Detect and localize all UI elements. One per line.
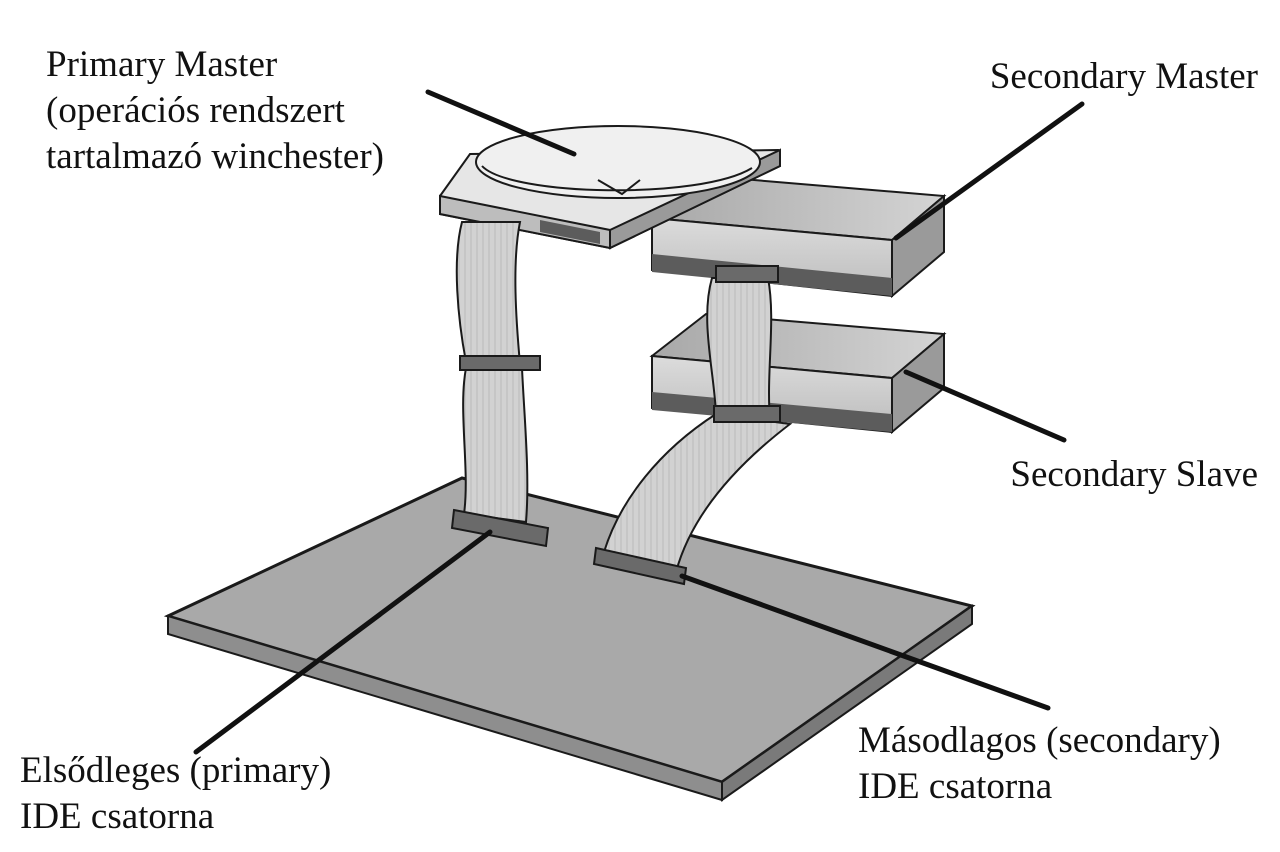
label-secondary-ide-line1: Másodlagos (secondary) bbox=[858, 720, 1221, 761]
label-primary-master-line3: tartalmazó winchester) bbox=[46, 136, 384, 177]
leader-secondary-ide bbox=[679, 573, 1051, 711]
leader-lines bbox=[193, 89, 1085, 755]
hdd-cover bbox=[475, 125, 761, 199]
label-primary-ide-line1: Elsődleges (primary) bbox=[20, 750, 332, 791]
label-primary-master-line2: (operációs rendszert bbox=[46, 90, 345, 131]
primary-ide-cable bbox=[450, 221, 550, 548]
label-primary-ide-line2: IDE csatorna bbox=[20, 796, 215, 837]
label-secondary-ide-channel: Másodlagos (secondary) IDE csatorna bbox=[858, 718, 1221, 810]
secondary-board-connector bbox=[592, 546, 688, 586]
secondary-ide-cable bbox=[592, 265, 793, 586]
secondary-drive-connector-lower bbox=[713, 405, 781, 423]
label-primary-master-line1: Primary Master bbox=[46, 44, 278, 85]
label-secondary-master-text: Secondary Master bbox=[989, 56, 1258, 97]
primary-board-connector bbox=[450, 508, 550, 548]
leader-secondary-slave bbox=[903, 369, 1067, 443]
secondary-drive-connector-upper bbox=[715, 265, 779, 283]
primary-slave-connector bbox=[459, 355, 541, 371]
label-primary-ide-channel: Elsődleges (primary) IDE csatorna bbox=[20, 748, 331, 840]
label-primary-master: Primary Master (operációs rendszert tart… bbox=[46, 42, 384, 180]
leader-primary-master bbox=[425, 89, 577, 157]
label-secondary-ide-line2: IDE csatorna bbox=[858, 766, 1053, 807]
label-secondary-slave-text: Secondary Slave bbox=[1010, 454, 1258, 495]
label-secondary-master: Secondary Master bbox=[990, 54, 1258, 100]
leader-secondary-master bbox=[893, 101, 1085, 241]
secondary-slave-drive bbox=[649, 312, 947, 435]
leader-primary-ide bbox=[193, 529, 493, 755]
motherboard bbox=[163, 476, 976, 802]
label-secondary-slave: Secondary Slave bbox=[1010, 452, 1258, 498]
